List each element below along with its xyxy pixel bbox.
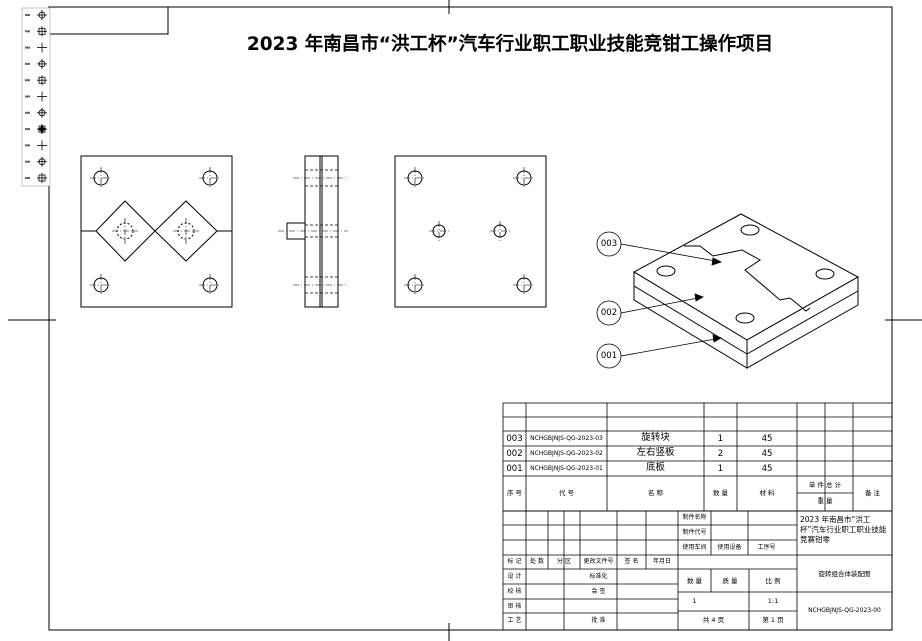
- drawing-code: NCHGBJNJS-QG-2023-00: [808, 607, 881, 614]
- target-icon[interactable]: [25, 156, 47, 167]
- line-icon[interactable]: [25, 26, 47, 37]
- star-icon[interactable]: [25, 124, 48, 135]
- datum-symbol-icon[interactable]: [25, 10, 47, 20]
- row-qty: 1: [717, 434, 724, 444]
- drawing-name: 旋转组合体装配图: [818, 570, 871, 578]
- row-seq: 001: [506, 464, 523, 474]
- row-name: 底板: [645, 462, 665, 473]
- circle-cross-icon[interactable]: [25, 91, 47, 102]
- header-code: 代 号: [558, 489, 575, 497]
- label-approve: 批 准: [591, 617, 606, 624]
- header-material: 材 料: [759, 489, 775, 497]
- rev-mark: 标 记: [507, 558, 522, 565]
- label-check: 校 核: [507, 588, 522, 595]
- header-remark: 备 注: [864, 489, 881, 497]
- drawing-title: 2023 年南昌市“洪工杯”汽车行业职工职业技能竞钳工操作项目: [246, 34, 774, 55]
- base-plate-view: [394, 155, 547, 308]
- header-qty: 数 量: [712, 489, 729, 497]
- label-sheet-no: 第 1 页: [762, 616, 784, 624]
- cross-hair-icon[interactable]: [25, 58, 47, 69]
- row-seq: 002: [506, 449, 523, 459]
- balloon-001: 001: [600, 351, 618, 361]
- row-material: 45: [761, 464, 773, 474]
- header-name: 名 称: [647, 489, 664, 497]
- label-make-code: 制件代号: [682, 529, 707, 536]
- label-standardization: 标准化: [589, 573, 608, 580]
- rev-date: 年月日: [652, 558, 671, 565]
- rev-sign: 签 名: [624, 558, 639, 565]
- asterisk-icon[interactable]: [25, 75, 47, 86]
- label-qty: 数 量: [686, 577, 703, 585]
- rev-count: 处 数: [530, 558, 544, 565]
- label-process-no: 工序号: [757, 544, 776, 551]
- left-toolbar: [21, 7, 51, 187]
- balloon-leaders: [596, 231, 723, 369]
- label-equipment: 使用设备: [717, 544, 742, 551]
- header-seq: 序 号: [506, 489, 523, 497]
- square-cross-icon[interactable]: [25, 140, 47, 151]
- side-view: [278, 155, 348, 308]
- row-qty: 2: [717, 449, 724, 459]
- rev-doc: 更改文件号: [583, 558, 614, 565]
- isometric-view: [632, 213, 860, 369]
- label-review: 审 核: [507, 603, 522, 610]
- title-block-grid: [502, 510, 893, 631]
- front-view: [80, 155, 233, 308]
- value-qty: 1: [692, 597, 697, 605]
- company-name: 2023 年南昌市“洪工杯”汽车行业职工职业技能竞赛钳零: [800, 515, 887, 544]
- label-mass: 质 量: [722, 577, 738, 585]
- label-process: 工 艺: [507, 617, 522, 624]
- row-name: 左右竖板: [636, 447, 675, 458]
- row-name: 旋转块: [641, 432, 670, 443]
- label-design: 设 计: [507, 573, 522, 580]
- balloon-003: 003: [600, 239, 618, 249]
- flame-icon[interactable]: [25, 173, 47, 183]
- label-workshop: 使用车间: [682, 544, 707, 551]
- label-make-name: 制件名称: [682, 514, 707, 521]
- value-scale: 1:1: [767, 597, 779, 605]
- header-unit-total: 单 件 总 计: [808, 481, 842, 489]
- circle-plus-icon[interactable]: [25, 107, 47, 118]
- row-qty: 1: [717, 464, 724, 474]
- label-scale: 比 例: [765, 577, 781, 585]
- header-weight: 重 量: [817, 497, 833, 505]
- balloon-002: 002: [600, 308, 618, 318]
- perpendicular-icon[interactable]: [25, 42, 47, 53]
- label-sheets: 共 4 页: [702, 616, 725, 624]
- row-code: NCHGBJNJS-QG-2023-01: [530, 465, 603, 472]
- row-code: NCHGBJNJS-QG-2023-03: [530, 435, 603, 442]
- row-seq: 003: [506, 434, 523, 444]
- rev-zone: 分 区: [557, 558, 571, 565]
- row-material: 45: [761, 449, 773, 459]
- label-countersign: 会 签: [591, 588, 606, 595]
- row-material: 45: [761, 434, 773, 444]
- row-code: NCHGBJNJS-QG-2023-02: [530, 450, 603, 457]
